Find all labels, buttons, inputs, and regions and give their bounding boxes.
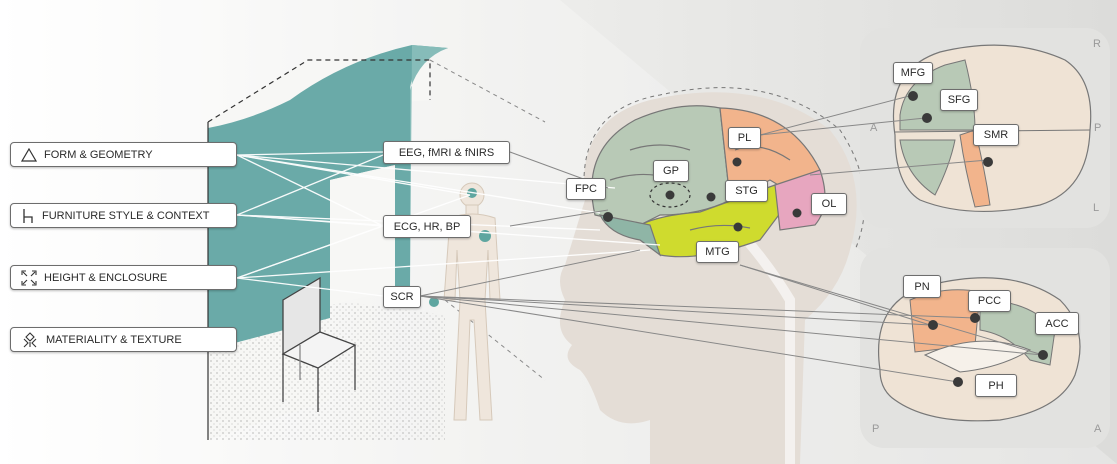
dot-ol <box>792 208 802 218</box>
category-materiality-texture: MATERIALITY & TEXTURE <box>10 327 237 352</box>
dot-smr <box>983 157 993 167</box>
dot-pl <box>732 157 742 167</box>
brain-temporal-lobe <box>639 184 791 258</box>
room-floor <box>208 300 445 440</box>
measure-ecg-hr-bp: ECG, HR, BP <box>383 215 471 238</box>
measure-eeg-fmri-fnirs: EEG, fMRI & fNIRS <box>383 141 510 164</box>
category-height-enclosure: HEIGHT & ENCLOSURE <box>10 265 237 290</box>
orientation-label: A <box>1094 423 1102 435</box>
dot-fpc <box>603 212 613 222</box>
brain-medial-view-panel <box>860 248 1110 448</box>
sensor-hand <box>429 297 439 307</box>
dot-pcc <box>970 313 980 323</box>
dot-pn <box>928 320 938 330</box>
region-label-fpc: FPC <box>566 178 606 200</box>
orientation-label: R <box>1093 38 1101 50</box>
dot-stg <box>706 192 716 202</box>
region-label-mfg: MFG <box>893 62 933 84</box>
room-wall <box>208 45 448 350</box>
category-label: FORM & GEOMETRY <box>44 148 153 161</box>
region-label-gp: GP <box>653 160 689 182</box>
region-label-pn: PN <box>903 275 941 298</box>
category-form-geometry: FORM & GEOMETRY <box>10 142 237 167</box>
expand-arrows-icon <box>21 269 37 286</box>
dot-ph <box>953 377 963 387</box>
orientation-label: L <box>1093 202 1100 214</box>
orientation-label: P <box>1094 122 1102 134</box>
region-label-smr: SMR <box>973 124 1019 146</box>
chair-icon <box>23 208 33 223</box>
dot-gp <box>665 190 675 200</box>
dot-mfg <box>908 91 918 101</box>
connection-lines-gray <box>419 94 1044 383</box>
connection-lines <box>236 151 661 297</box>
dot-acc <box>1038 350 1048 360</box>
triangle-icon <box>21 147 37 162</box>
region-label-sfg: SFG <box>940 89 978 111</box>
region-label-mtg: MTG <box>696 241 739 263</box>
texture-arrows-icon <box>23 331 37 347</box>
measure-scr: SCR <box>383 286 421 308</box>
chair <box>281 276 357 412</box>
orientation-label: A <box>870 122 878 134</box>
dot-sfg <box>922 113 932 123</box>
region-dots <box>603 91 1048 387</box>
category-furniture-style: FURNITURE STYLE & CONTEXT <box>10 203 237 228</box>
dot-mtg <box>733 222 743 232</box>
category-label: HEIGHT & ENCLOSURE <box>44 271 168 284</box>
region-label-pcc: PCC <box>968 290 1011 312</box>
orientation-label: P <box>872 423 880 435</box>
category-label: MATERIALITY & TEXTURE <box>46 333 182 346</box>
region-label-acc: ACC <box>1035 312 1079 335</box>
region-label-ol: OL <box>811 193 847 215</box>
region-label-stg: STG <box>725 180 768 202</box>
region-label-pl: PL <box>728 127 761 149</box>
category-label: FURNITURE STYLE & CONTEXT <box>42 209 210 222</box>
region-label-ph: PH <box>975 374 1017 397</box>
